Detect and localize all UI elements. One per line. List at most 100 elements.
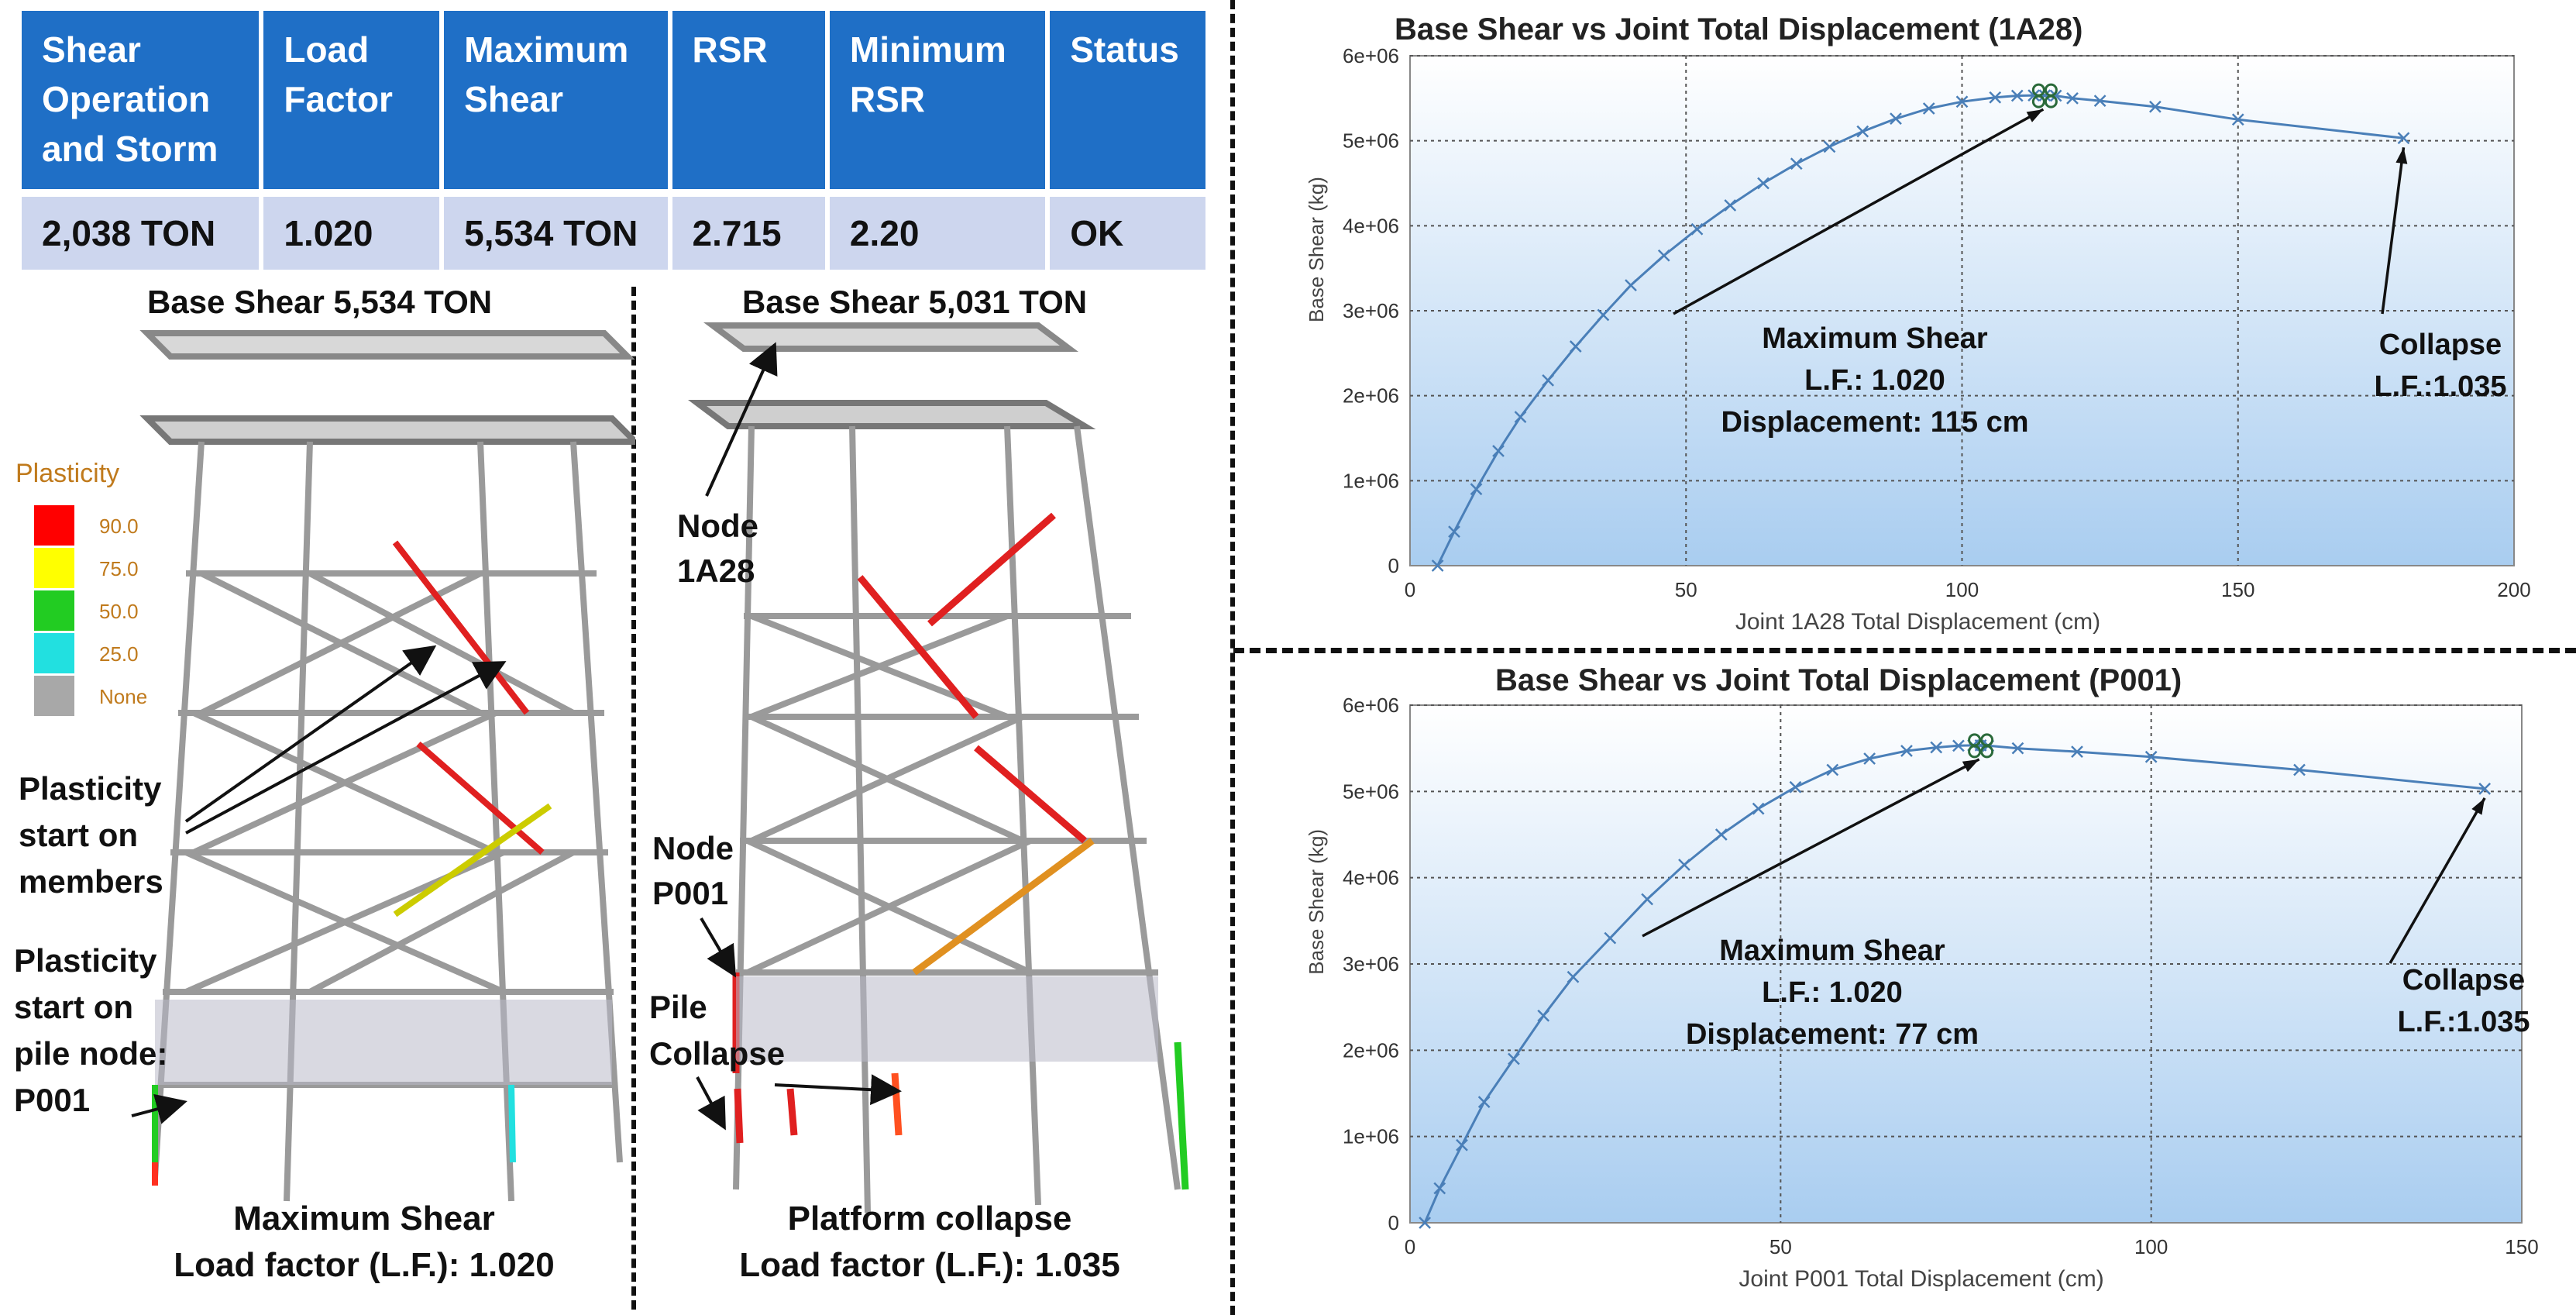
x-tick-label: 100 (2134, 1235, 2168, 1258)
plasticity-legend-title: Plasticity (15, 459, 120, 488)
arrow-max-shear-head (1962, 759, 1979, 773)
data-point (2148, 100, 2162, 113)
arrow-node-p001 (700, 917, 737, 978)
data-point (1724, 199, 1737, 212)
legend-swatch-25 (34, 633, 74, 673)
series-line (1423, 744, 2485, 1224)
cell-rsr-value: 2.715 (672, 197, 825, 270)
y-tick-label: 6e+06 (1343, 696, 1399, 717)
label-pile-collapse: Pile Collapse (649, 989, 786, 1072)
x-tick-label: 0 (1405, 578, 1415, 601)
chart2-annotation-collapse: Collapse L.F.:1.035 (2397, 964, 2530, 1038)
data-point (2144, 750, 2158, 763)
right-model-title: Base Shear 5,031 TON (742, 284, 1088, 320)
legend-swatch-50 (34, 590, 74, 631)
y-axis-label: Base Shear (kg) (1305, 829, 1328, 975)
data-point (2066, 91, 2079, 105)
chart2-annotation-max: Maximum Shear L.F.: 1.020 Displacement: … (1685, 935, 1979, 1051)
data-point (1752, 802, 1765, 815)
data-point (2038, 89, 2052, 102)
legend-label-75: 75.0 (99, 557, 139, 580)
x-axis-label: Joint P001 Total Displacement (cm) (1739, 1266, 2103, 1292)
data-point (2049, 89, 2062, 102)
cell-load-factor-value: 1.020 (263, 197, 440, 270)
data-point (1989, 91, 2002, 104)
label-node-1a28: Node 1A28 (677, 508, 758, 589)
legend-label-none: None (99, 685, 148, 708)
data-point (1456, 1138, 1468, 1151)
left-model-caption: Maximum Shear Load factor (L.F.): 1.020 (174, 1200, 555, 1284)
data-point (1955, 95, 1969, 108)
data-point (1625, 279, 1637, 291)
arrow-pile-2 (774, 1074, 902, 1106)
arrow-collapse-head (2471, 797, 2485, 815)
y-tick-label: 5e+06 (1343, 780, 1399, 803)
legend-swatch-75 (34, 548, 74, 588)
x-tick-label: 150 (2505, 1235, 2538, 1258)
data-point (2011, 742, 2024, 755)
arrow-node-1a28 (705, 342, 778, 497)
data-point (2027, 89, 2041, 102)
platform-model-collapse (688, 322, 1189, 1213)
data-point (2093, 95, 2107, 108)
y-tick-label: 0 (1388, 554, 1399, 577)
col-header-status: Status (1050, 11, 1205, 197)
data-point (1856, 125, 1869, 138)
legend-label-25: 25.0 (99, 642, 139, 666)
arrow-members-1 (184, 645, 437, 823)
legend-label-50: 50.0 (99, 600, 139, 623)
data-point (1890, 112, 1902, 126)
right-model-arrows (696, 342, 902, 1131)
data-point (2293, 763, 2306, 776)
data-point (1641, 893, 1654, 906)
data-point (1922, 102, 1935, 115)
arrow-max-shear (1673, 108, 2045, 315)
x-tick-label: 0 (1405, 1235, 1415, 1258)
data-point (1952, 739, 1965, 752)
max-shear-marker (2044, 95, 2058, 108)
data-point (1514, 411, 1527, 423)
y-tick-label: 3e+06 (1343, 952, 1399, 976)
data-point (2397, 132, 2410, 145)
data-point (1604, 931, 1617, 945)
arrow-pile-node (131, 1093, 187, 1124)
data-point (2231, 113, 2244, 126)
plot-area (1409, 704, 2523, 1224)
y-tick-label: 6e+06 (1343, 46, 1399, 67)
data-point (1678, 859, 1690, 871)
cell-max-shear-value: 5,534 TON (444, 197, 668, 270)
y-tick-label: 1e+06 (1343, 469, 1399, 492)
data-point (1569, 340, 1582, 353)
separator-charts-horizontal (1233, 648, 2576, 653)
cell-shear-value: 2,038 TON (22, 197, 260, 270)
data-point (1757, 177, 1769, 190)
arrow-collapse (2381, 147, 2406, 315)
data-point (1431, 559, 1444, 572)
arrow-members-2 (185, 661, 507, 835)
y-tick-label: 5e+06 (1343, 129, 1399, 153)
y-tick-label: 4e+06 (1343, 214, 1399, 237)
data-point (1826, 763, 1839, 776)
right-model-caption: Platform collapse Load factor (L.F.): 1.… (739, 1200, 1120, 1284)
data-point (1823, 140, 1836, 153)
data-point (1477, 1096, 1491, 1109)
x-tick-label: 50 (1675, 578, 1697, 601)
data-point (1542, 374, 1555, 387)
data-point (1567, 970, 1580, 983)
label-node-p001: Node P001 (652, 830, 734, 911)
y-tick-label: 3e+06 (1343, 299, 1399, 322)
data-point (1930, 741, 1943, 754)
data-point (1448, 525, 1460, 539)
x-axis-label: Joint 1A28 Total Displacement (cm) (1735, 609, 2100, 635)
arrow-collapse-head (2395, 147, 2408, 164)
data-point (1597, 308, 1610, 322)
data-point (1789, 780, 1802, 793)
y-tick-label: 4e+06 (1343, 866, 1399, 890)
